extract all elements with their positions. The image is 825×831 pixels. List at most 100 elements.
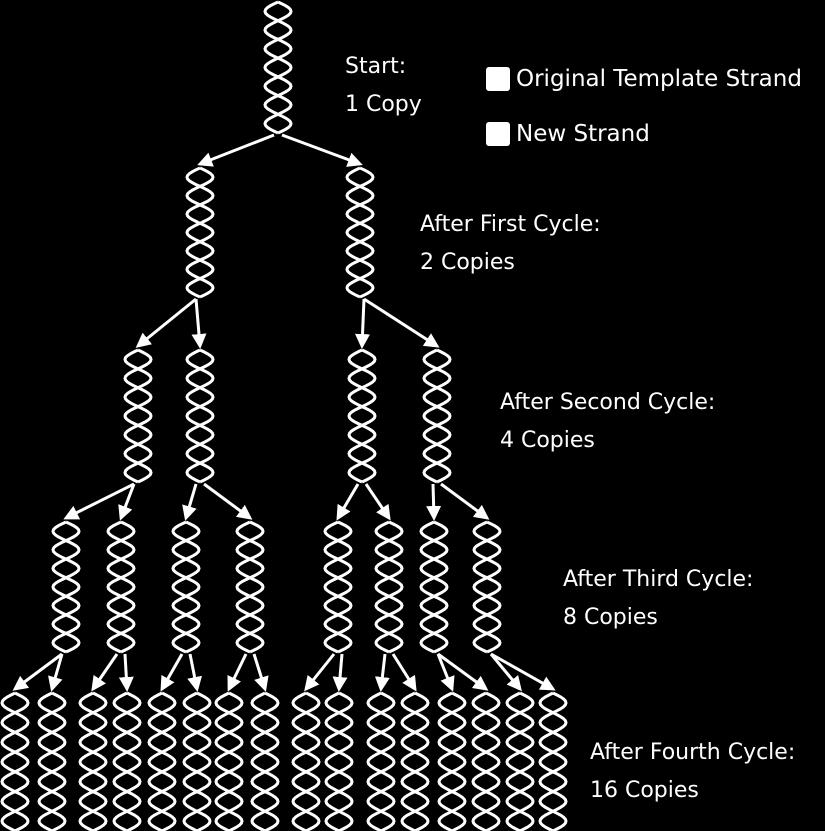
helix-strand-b (265, 2, 291, 133)
helix-strand-b (237, 522, 263, 652)
helix-strand-b (80, 693, 106, 831)
dna-helix-stage-3-4 (237, 522, 263, 652)
helix-strand-b (349, 350, 375, 482)
dna-helix-stage-1-2 (347, 168, 373, 297)
legend-swatch-original (486, 67, 510, 91)
dna-helix-stage-4-12 (402, 693, 428, 831)
dna-helix-stage-4-16 (540, 693, 566, 831)
legend-item-new-strand: New Strand (486, 121, 650, 147)
dna-helix-stage-3-5 (325, 522, 351, 652)
replication-arrow (433, 484, 434, 518)
dna-helix-stage-4-9 (293, 693, 319, 831)
dna-helix-stage-0-1 (265, 2, 291, 133)
helix-strand-b (149, 693, 175, 831)
replication-arrow (339, 654, 342, 689)
dna-helix-stage-3-7 (421, 522, 447, 652)
stage-title: After Second Cycle: (500, 384, 715, 422)
legend-label-original: Original Template Strand (516, 66, 802, 92)
replication-arrow (186, 484, 196, 518)
dna-helix-stage-4-4 (114, 693, 140, 831)
helix-strand-b (439, 693, 465, 831)
dna-helix-stage-4-10 (326, 693, 352, 831)
helix-strand-b (402, 693, 428, 831)
dna-helix-stage-3-3 (173, 522, 199, 652)
dna-helix-stage-2-1 (125, 350, 151, 482)
helix-strand-b (216, 693, 242, 831)
legend-label-new: New Strand (516, 121, 650, 147)
dna-helix-stage-3-8 (474, 522, 500, 652)
dna-helix-stage-2-2 (187, 350, 213, 482)
dna-helix-stage-4-7 (216, 693, 242, 831)
replication-arrow (138, 299, 196, 346)
dna-helix-stage-3-1 (53, 522, 79, 652)
helix-strand-b (325, 522, 351, 652)
dna-helix-stage-1-1 (187, 168, 213, 297)
replication-arrow (393, 654, 415, 689)
stage-title: After Third Cycle: (563, 561, 753, 599)
replication-arrow (254, 654, 265, 689)
helix-strand-b (125, 350, 151, 482)
stage-count: 8 Copies (563, 599, 753, 637)
dna-helix-stage-4-5 (149, 693, 175, 831)
replication-arrow (190, 654, 197, 689)
stage-title: After First Cycle: (420, 206, 601, 244)
helix-strand-b (424, 350, 450, 482)
replication-arrow (162, 654, 182, 689)
helix-strand-b (2, 693, 28, 831)
dna-helix-stage-4-14 (473, 693, 499, 831)
stage-title: After Fourth Cycle: (590, 734, 795, 772)
replication-arrow (381, 654, 385, 689)
legend-item-original-strand: Original Template Strand (486, 66, 802, 92)
helix-strand-b (39, 693, 65, 831)
dna-helix-stage-3-2 (108, 522, 134, 652)
replication-arrow (364, 299, 437, 346)
helix-strand-b (108, 522, 134, 652)
dna-helix-stage-4-2 (39, 693, 65, 831)
replication-arrow (196, 299, 200, 346)
replication-arrow (441, 484, 487, 518)
stage-count: 4 Copies (500, 422, 715, 460)
stage-label-cycle-4: After Fourth Cycle: 16 Copies (590, 734, 795, 810)
stage-title: Start: (345, 48, 422, 86)
dna-helix-stage-4-6 (184, 693, 210, 831)
helix-strand-b (114, 693, 140, 831)
stage-count: 1 Copy (345, 86, 422, 124)
dna-helix-stage-4-3 (80, 693, 106, 831)
dna-helix-stage-4-13 (439, 693, 465, 831)
replication-arrow (338, 484, 358, 518)
replication-arrow (200, 135, 274, 164)
replication-arrow (306, 654, 334, 689)
helix-strand-b (184, 693, 210, 831)
helix-strand-b (326, 693, 352, 831)
helix-strand-b (507, 693, 533, 831)
replication-arrow (491, 654, 553, 689)
helix-strand-b (53, 522, 79, 652)
replication-arrow (362, 299, 364, 346)
helix-strand-b (187, 350, 213, 482)
dna-helix-stage-4-8 (252, 693, 278, 831)
helix-strand-b (368, 693, 394, 831)
stage-count: 16 Copies (590, 772, 795, 810)
replication-arrow (366, 484, 389, 518)
replication-arrow (282, 135, 360, 164)
dna-helix-stage-4-15 (507, 693, 533, 831)
replication-arrow (125, 654, 127, 689)
helix-strand-b (173, 522, 199, 652)
legend-swatch-new (486, 122, 510, 146)
helix-strand-b (540, 693, 566, 831)
helix-strand-b (474, 522, 500, 652)
helix-strand-b (376, 522, 402, 652)
stage-label-cycle-2: After Second Cycle: 4 Copies (500, 384, 715, 460)
helix-strand-b (421, 522, 447, 652)
stage-count: 2 Copies (420, 244, 601, 282)
dna-helix-stage-4-11 (368, 693, 394, 831)
dna-helix-stage-2-3 (349, 350, 375, 482)
replication-arrow (93, 654, 117, 689)
replication-arrow (229, 654, 246, 689)
helix-strand-b (473, 693, 499, 831)
replication-arrow (204, 484, 250, 518)
dna-helix-stage-2-4 (424, 350, 450, 482)
stage-label-start: Start: 1 Copy (345, 48, 422, 124)
dna-helix-stage-3-6 (376, 522, 402, 652)
helix-strand-b (252, 693, 278, 831)
